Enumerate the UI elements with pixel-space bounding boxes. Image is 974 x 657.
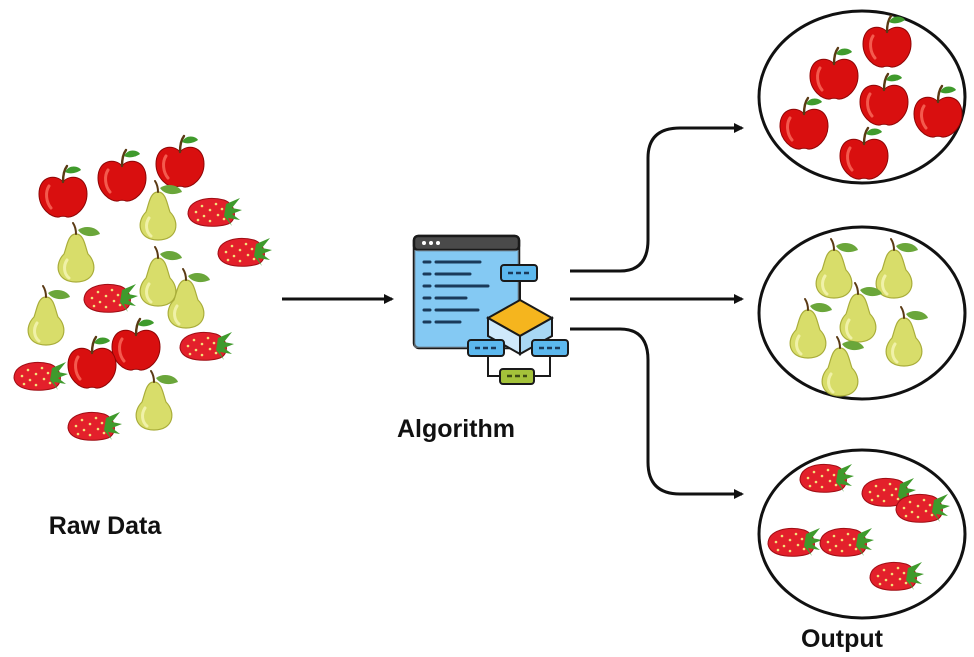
pear-icon [138,179,184,242]
algorithm-label: Algorithm [397,415,515,443]
pear-icon [26,284,72,347]
output-arrow-strawberries [570,327,744,499]
strawberry-icon [179,331,235,361]
pear-icon [56,221,102,284]
output-group-strawberries [757,448,967,620]
pear-icon [134,369,180,432]
output-group-apples [757,9,967,185]
strawberry-icon [13,361,69,391]
strawberry-icon [83,283,139,313]
output-arrow-apples [570,123,744,273]
apple-icon [110,317,162,372]
strawberry-icon [67,411,123,441]
output-group-pears [757,225,967,401]
raw-data-label: Raw Data [49,512,163,540]
raw-data-fruit-cluster [13,134,273,441]
strawberry-icon [187,197,243,227]
apple-icon [96,148,148,203]
apple-icon [37,164,89,219]
pear-icon [166,267,212,330]
apple-icon [154,134,206,189]
apple-icon [66,335,118,390]
algorithm-flowchart-icon [412,234,569,385]
strawberry-icon [217,237,273,267]
output-label: Output [801,625,884,653]
